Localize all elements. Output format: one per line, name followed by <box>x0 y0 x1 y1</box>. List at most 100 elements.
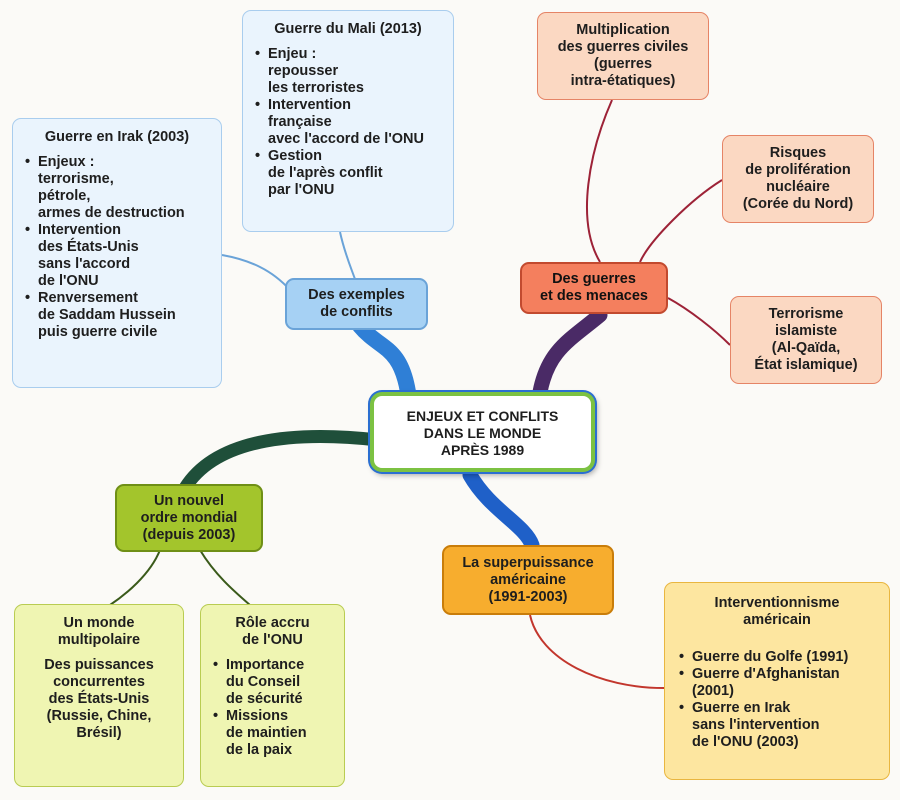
leaf-monde-multipolaire: Un monde multipolaire Des puissances con… <box>14 604 184 787</box>
branch-guerres <box>532 307 608 400</box>
text-line: Gestion <box>268 148 322 164</box>
center-line-1: ENJEUX ET CONFLITS <box>406 408 559 424</box>
hub-exemples-line-2: de conflits <box>320 304 393 320</box>
leaf-mali-bullet-3: Gestion de l'après conflit par l'ONU <box>255 148 441 199</box>
hub-superpuissance-line-1: La superpuissance <box>462 554 594 571</box>
text-line: Renversement <box>38 290 138 306</box>
text-line: les terroristes <box>268 80 364 96</box>
text-line: Intervention <box>38 222 121 238</box>
leaf-multipolaire-title-2: multipolaire <box>57 632 141 648</box>
leaf-mali-bullet-2: Intervention française avec l'accord de … <box>255 97 441 148</box>
text-line: (2001) <box>692 683 734 699</box>
hub-superpuissance-line-3: (1991-2003) <box>488 588 568 605</box>
text-line: repousser <box>268 63 339 79</box>
hub-guerres-line-1: Des guerres <box>552 271 636 287</box>
hub-ordre-line-1: Un nouvel <box>153 492 225 509</box>
leaf-role-onu: Rôle accru de l'ONU Importance du Consei… <box>200 604 345 787</box>
leaf-irak-title: Guerre en Irak (2003) <box>44 129 190 145</box>
hub-ordre-line-2: ordre mondial <box>140 509 238 526</box>
text-line: de prolifération <box>745 162 851 178</box>
text-line: du Conseil <box>226 674 301 690</box>
text-line: Guerre d'Afghanistan <box>692 666 840 682</box>
text-line: Risques <box>769 145 827 161</box>
leaf-onu-title-1: Rôle accru <box>235 615 310 631</box>
text-line: (Al-Qaïda, <box>771 340 841 356</box>
hub-exemples: Des exemples de conflits <box>285 278 428 330</box>
leaf-multipolaire-body: Des puissances concurrentes des États-Un… <box>25 657 173 742</box>
text-line: État islamique) <box>754 357 858 373</box>
text-line: islamiste <box>774 323 838 339</box>
text-line: de maintien <box>226 725 307 741</box>
link-intervention <box>529 614 665 689</box>
leaf-intervention-bullet-2: Guerre d'Afghanistan (2001) <box>679 666 875 700</box>
text-line: de l'ONU (2003) <box>692 734 799 750</box>
link-terrorisme <box>667 297 731 346</box>
text-line: Guerre en Irak <box>692 700 791 716</box>
text-line: sans l'intervention <box>692 717 820 733</box>
leaf-onu-bullet-2: Missions de maintien de la paix <box>213 708 332 759</box>
link-onu <box>199 549 251 606</box>
link-irak <box>221 254 291 291</box>
text-line: sans l'accord <box>38 256 131 272</box>
link-nucleaire <box>639 179 723 263</box>
text-line: puis guerre civile <box>38 324 158 340</box>
branch-ordre <box>178 430 385 495</box>
text-line: des États-Unis <box>38 239 139 255</box>
text-line: de l'après conflit <box>268 165 383 181</box>
text-line: avec l'accord de l'ONU <box>268 131 424 147</box>
leaf-guerres-civiles: Multiplication des guerres civiles (guer… <box>537 12 709 100</box>
leaf-onu-bullet-1: Importance du Conseil de sécurité <box>213 657 332 708</box>
hub-guerres-line-2: et des menaces <box>539 288 648 304</box>
text-line: Des puissances <box>44 657 154 673</box>
center-line-2: DANS LE MONDE <box>423 425 542 441</box>
text-line: de Saddam Hussein <box>38 307 176 323</box>
text-line: de sécurité <box>226 691 303 707</box>
text-line: (Corée du Nord) <box>742 196 854 212</box>
hub-ordre: Un nouvel ordre mondial (depuis 2003) <box>115 484 263 552</box>
leaf-intervention-title-1: Interventionnisme <box>714 595 840 611</box>
leaf-irak-bullet-1: Enjeux : terrorisme, pétrole, armes de d… <box>25 154 209 222</box>
text-line: Brésil) <box>76 725 122 741</box>
leaf-irak-bullet-2: Intervention des États-Unis sans l'accor… <box>25 222 209 290</box>
text-line: (Russie, Chine, <box>46 708 152 724</box>
text-line: terrorisme, <box>38 171 114 187</box>
text-line: armes de destruction <box>38 205 185 221</box>
hub-guerres: Des guerres et des menaces <box>520 262 668 314</box>
text-line: Terrorisme <box>768 306 844 322</box>
leaf-intervention-title-2: américain <box>743 612 811 628</box>
leaf-multipolaire-title-1: Un monde <box>63 615 135 631</box>
text-line: pétrole, <box>38 188 91 204</box>
text-line: Enjeu : <box>268 46 317 62</box>
link-multipolaire <box>109 549 161 606</box>
hub-exemples-line-1: Des exemples <box>308 287 405 303</box>
leaf-irak-bullet-3: Renversement de Saddam Hussein puis guer… <box>25 290 209 341</box>
text-line: Intervention <box>268 97 351 113</box>
text-line: Enjeux : <box>38 154 95 170</box>
text-line: Importance <box>226 657 305 673</box>
text-line: nucléaire <box>766 179 830 195</box>
leaf-mali-bullet-1: Enjeu : repousser les terroristes <box>255 46 441 97</box>
leaf-irak: Guerre en Irak (2003) Enjeux : terrorism… <box>12 118 222 388</box>
text-line: par l'ONU <box>268 182 335 198</box>
link-civiles <box>586 99 613 263</box>
leaf-onu-title-2: de l'ONU <box>242 632 303 648</box>
hub-superpuissance-line-2: américaine <box>490 571 566 588</box>
text-line: de la paix <box>226 742 293 758</box>
leaf-mali-title: Guerre du Mali (2013) <box>274 21 422 37</box>
text-line: des guerres civiles <box>557 39 689 55</box>
text-line: Missions <box>226 708 289 724</box>
text-line: des États-Unis <box>48 691 150 707</box>
center-line-3: APRÈS 1989 <box>440 442 525 458</box>
leaf-interventionnisme: Interventionnisme américain Guerre du Go… <box>664 582 890 780</box>
text-line: Multiplication <box>576 22 670 38</box>
leaf-intervention-bullet-1: Guerre du Golfe (1991) <box>679 649 875 666</box>
branch-exemples <box>352 318 416 400</box>
leaf-proliferation: Risques de prolifération nucléaire (Coré… <box>722 135 874 223</box>
branch-superpuissance <box>462 467 540 553</box>
leaf-intervention-bullet-3: Guerre en Irak sans l'intervention de l'… <box>679 700 875 751</box>
text-line: intra-étatiques) <box>570 73 676 89</box>
text-line: concurrentes <box>53 674 145 690</box>
center-node: ENJEUX ET CONFLITS DANS LE MONDE APRÈS 1… <box>370 392 595 472</box>
hub-ordre-line-3: (depuis 2003) <box>142 526 236 543</box>
